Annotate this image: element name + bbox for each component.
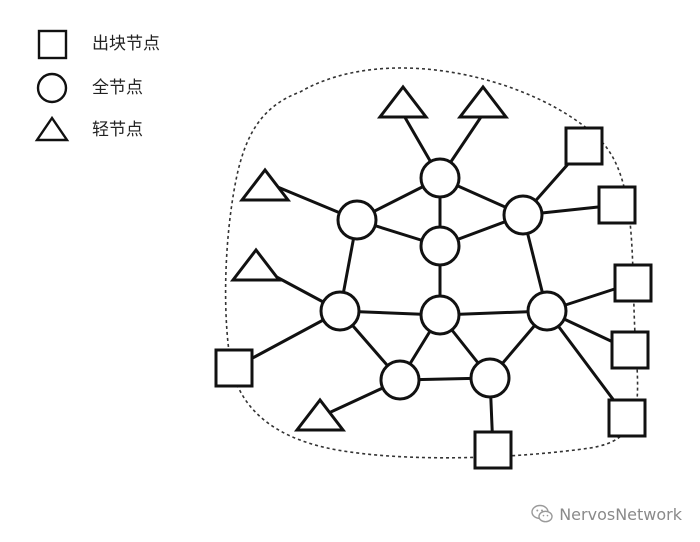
light-node-e	[293, 397, 347, 432]
mining-node-g	[214, 348, 254, 388]
legend-label-full-node: 全节点	[92, 78, 143, 98]
legend-label-light-node: 轻节点	[92, 120, 143, 140]
mining-node-a	[564, 126, 604, 166]
full-node-top	[419, 157, 461, 199]
light-node-b	[456, 84, 510, 119]
full-node-upper-left	[336, 199, 378, 241]
wechat-icon	[531, 504, 553, 523]
mining-node-b	[597, 185, 637, 225]
watermark-text: NervosNetwork	[559, 504, 682, 524]
mining-nodes	[214, 126, 653, 470]
legend-triangle-icon	[34, 115, 70, 142]
light-node-a	[376, 84, 430, 119]
full-node-bottom-left	[379, 359, 421, 401]
mining-node-c	[613, 263, 653, 303]
legend-circle-icon	[36, 72, 68, 104]
light-node-d	[229, 247, 283, 282]
legend-square-icon	[37, 29, 68, 60]
light-nodes	[229, 84, 510, 432]
legend	[34, 29, 70, 142]
watermark: NervosNetwork	[531, 504, 682, 524]
legend-label-mining-node: 出块节点	[92, 34, 160, 54]
full-node-upper-right	[502, 194, 544, 236]
full-node-left	[319, 290, 361, 332]
mining-node-f	[473, 430, 513, 470]
light-node-c	[238, 167, 292, 202]
full-node-center-mid	[419, 225, 461, 267]
full-node-right	[526, 290, 568, 332]
full-node-center	[419, 294, 461, 336]
full-node-bottom-right	[469, 357, 511, 399]
mining-node-e	[607, 398, 647, 438]
mining-node-d	[610, 330, 650, 370]
full-nodes	[319, 157, 568, 401]
